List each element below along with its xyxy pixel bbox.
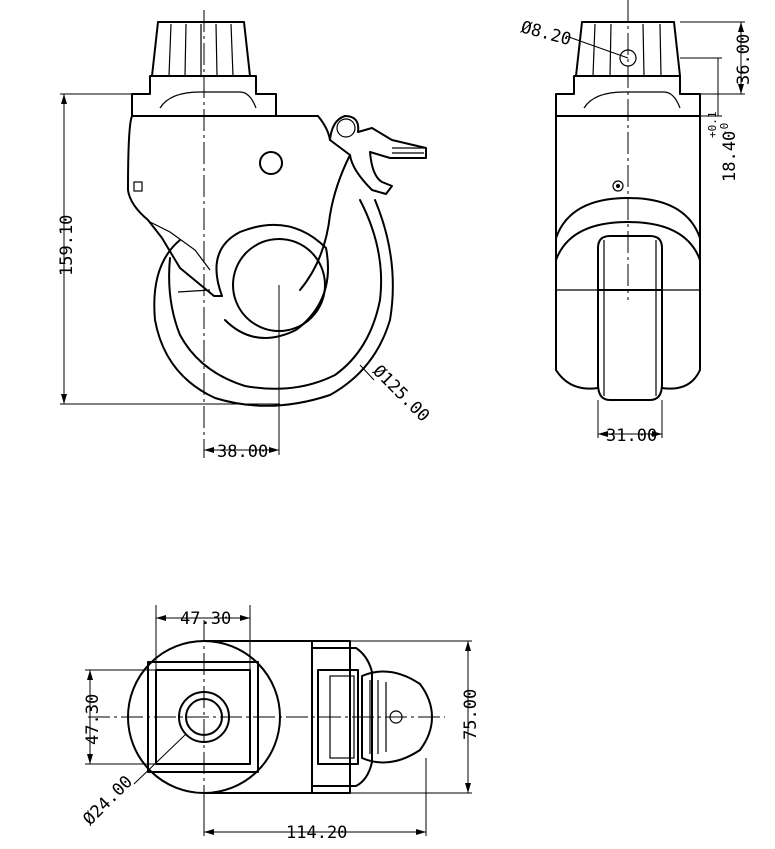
overall-width-label: 75.00: [461, 689, 481, 740]
offset-dim-label: 38.00: [217, 442, 268, 462]
wheel-dia-label: Ø125.00: [368, 361, 433, 426]
top-view: [88, 620, 445, 810]
stem-height-label: 36.00: [734, 34, 754, 85]
overall-length-label: 114.20: [286, 823, 347, 843]
side-view-dimensions: 159.10 38.00 Ø125.00: [57, 93, 433, 462]
plate-width-top-label: 47.30: [180, 609, 231, 629]
plate-thickness-label: 18.40: [720, 131, 740, 182]
front-view: [555, 0, 701, 401]
plate-width-side-label: 47.30: [83, 694, 103, 745]
front-view-dimensions: 36.00 18.40 +0.1 -0 Ø8.20 31.00: [519, 18, 754, 446]
stem-dia-label: Ø24.00: [79, 772, 137, 830]
plate-tol-lower: -0: [718, 123, 731, 136]
wheel-width-label: 31.00: [606, 426, 657, 446]
plate-tol-upper: +0.1: [706, 112, 719, 139]
height-dim-label: 159.10: [57, 215, 77, 276]
bolt-hole-dia-label: Ø8.20: [519, 18, 574, 51]
side-view: [127, 10, 427, 458]
